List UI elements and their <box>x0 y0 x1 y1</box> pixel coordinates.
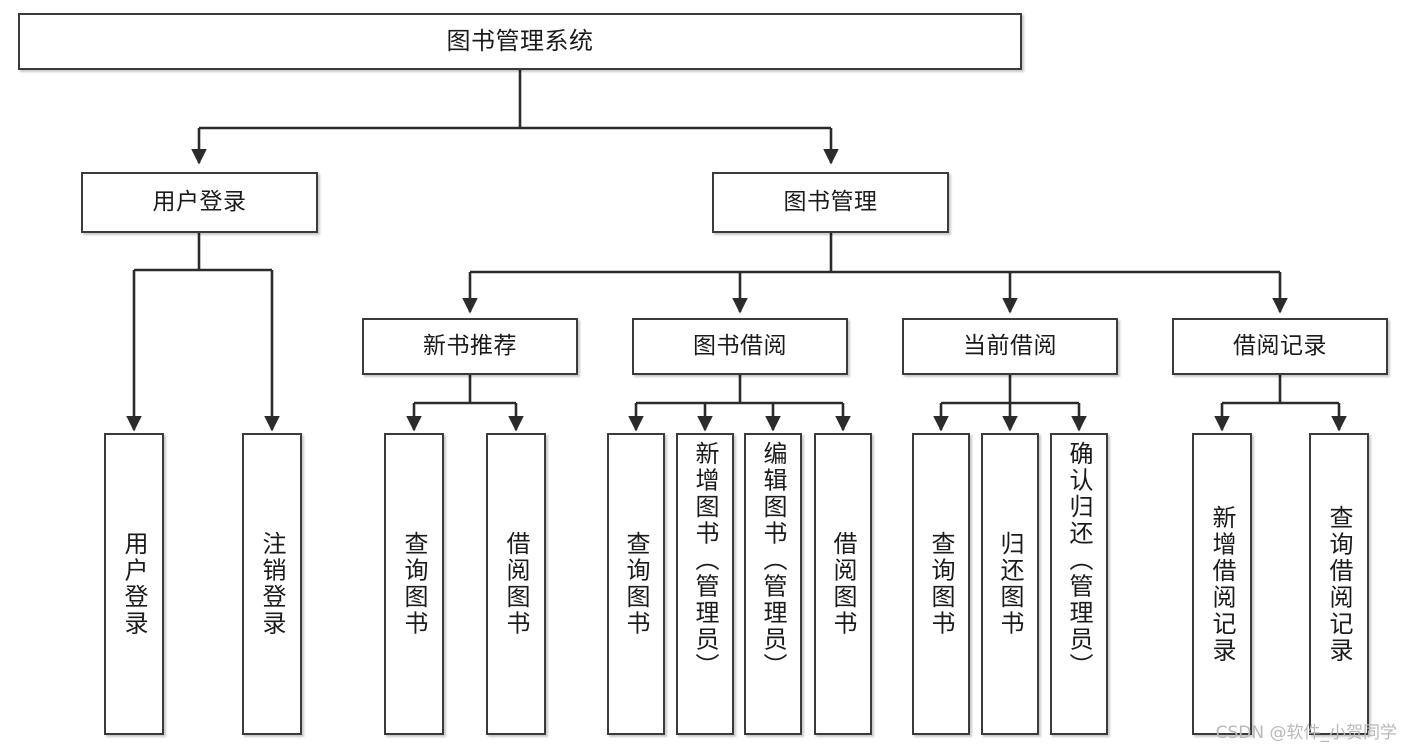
node-leaf-return-book-label: 归还图书 <box>996 531 1024 637</box>
node-leaf-query-record-label: 查询借阅记录 <box>1325 504 1353 664</box>
node-root[interactable]: 图书管理系统 <box>18 13 1022 70</box>
node-leaf-query-book-1-label: 查询图书 <box>400 531 428 637</box>
node-borrow-record[interactable]: 借阅记录 <box>1172 318 1388 375</box>
node-leaf-edit-book[interactable]: 编辑图书（管理员） <box>744 433 802 735</box>
node-leaf-add-record[interactable]: 新增借阅记录 <box>1192 433 1252 735</box>
node-leaf-confirm-return-label: 确认归还（管理员） <box>1065 441 1093 680</box>
node-current-borrow[interactable]: 当前借阅 <box>902 318 1118 375</box>
node-borrow-record-label: 借阅记录 <box>1233 333 1327 360</box>
node-leaf-return-book[interactable]: 归还图书 <box>981 433 1039 735</box>
node-leaf-edit-book-label: 编辑图书（管理员） <box>759 441 787 680</box>
node-leaf-query-book-1[interactable]: 查询图书 <box>384 433 444 735</box>
node-leaf-query-book-2[interactable]: 查询图书 <box>607 433 665 735</box>
node-book-manage-label: 图书管理 <box>783 189 878 216</box>
node-new-book-recommend[interactable]: 新书推荐 <box>362 318 578 375</box>
node-leaf-add-record-label: 新增借阅记录 <box>1208 504 1236 664</box>
node-leaf-user-login-label: 用户登录 <box>120 531 148 637</box>
node-leaf-borrow-book-2-label: 借阅图书 <box>829 531 857 637</box>
node-leaf-borrow-book-1-label: 借阅图书 <box>502 531 530 637</box>
node-user-login[interactable]: 用户登录 <box>81 172 318 233</box>
node-leaf-logout-login-label: 注销登录 <box>258 531 286 637</box>
node-user-login-label: 用户登录 <box>152 189 247 216</box>
node-root-label: 图书管理系统 <box>446 26 594 55</box>
node-leaf-logout-login[interactable]: 注销登录 <box>242 433 302 735</box>
node-book-borrow-label: 图书借阅 <box>693 333 787 360</box>
node-current-borrow-label: 当前借阅 <box>963 333 1057 360</box>
node-leaf-query-book-2-label: 查询图书 <box>622 531 650 637</box>
node-leaf-user-login[interactable]: 用户登录 <box>104 433 164 735</box>
node-leaf-borrow-book-2[interactable]: 借阅图书 <box>814 433 872 735</box>
node-book-borrow[interactable]: 图书借阅 <box>632 318 848 375</box>
csdn-watermark: CSDN @软件_小贺同学 <box>1215 723 1397 743</box>
node-leaf-confirm-return[interactable]: 确认归还（管理员） <box>1050 433 1108 735</box>
node-new-book-recommend-label: 新书推荐 <box>423 333 517 360</box>
node-leaf-query-book-3[interactable]: 查询图书 <box>912 433 970 735</box>
node-leaf-borrow-book-1[interactable]: 借阅图书 <box>486 433 546 735</box>
node-leaf-add-book[interactable]: 新增图书（管理员） <box>676 433 734 735</box>
node-leaf-query-book-3-label: 查询图书 <box>927 531 955 637</box>
node-leaf-query-record[interactable]: 查询借阅记录 <box>1309 433 1369 735</box>
node-book-manage[interactable]: 图书管理 <box>712 172 949 233</box>
node-leaf-add-book-label: 新增图书（管理员） <box>691 441 719 680</box>
